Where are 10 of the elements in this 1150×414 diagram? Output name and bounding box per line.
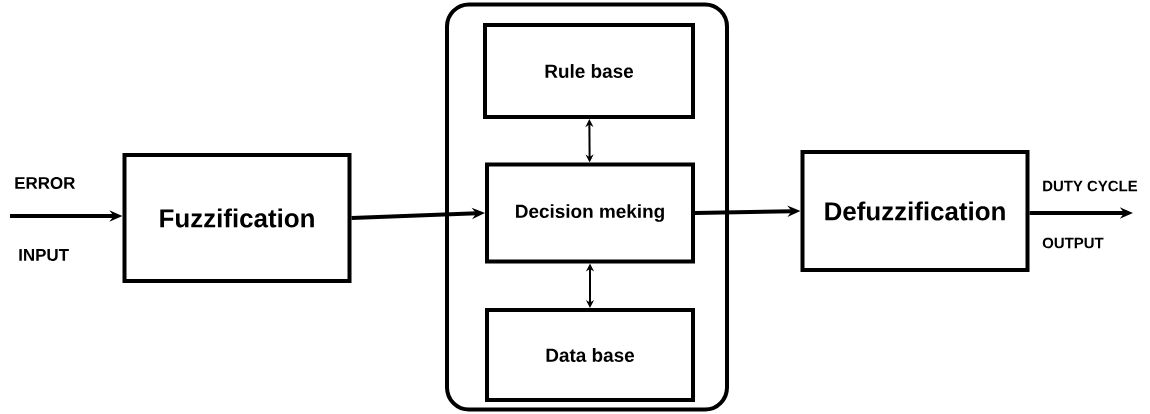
signal-label: INPUT <box>19 249 69 261</box>
process-box: Decision meking <box>485 162 695 264</box>
process-box: Defuzzification <box>800 150 1030 272</box>
signal-label: OUTPUT <box>1042 237 1104 249</box>
outer-box <box>445 2 729 412</box>
process-box: Rule base <box>483 23 695 119</box>
process-box: Fuzzification <box>122 153 352 283</box>
signal-label: ERROR <box>15 177 75 189</box>
signal-label: DUTY CYCLE <box>1043 180 1138 192</box>
process-box: Data base <box>485 308 695 402</box>
